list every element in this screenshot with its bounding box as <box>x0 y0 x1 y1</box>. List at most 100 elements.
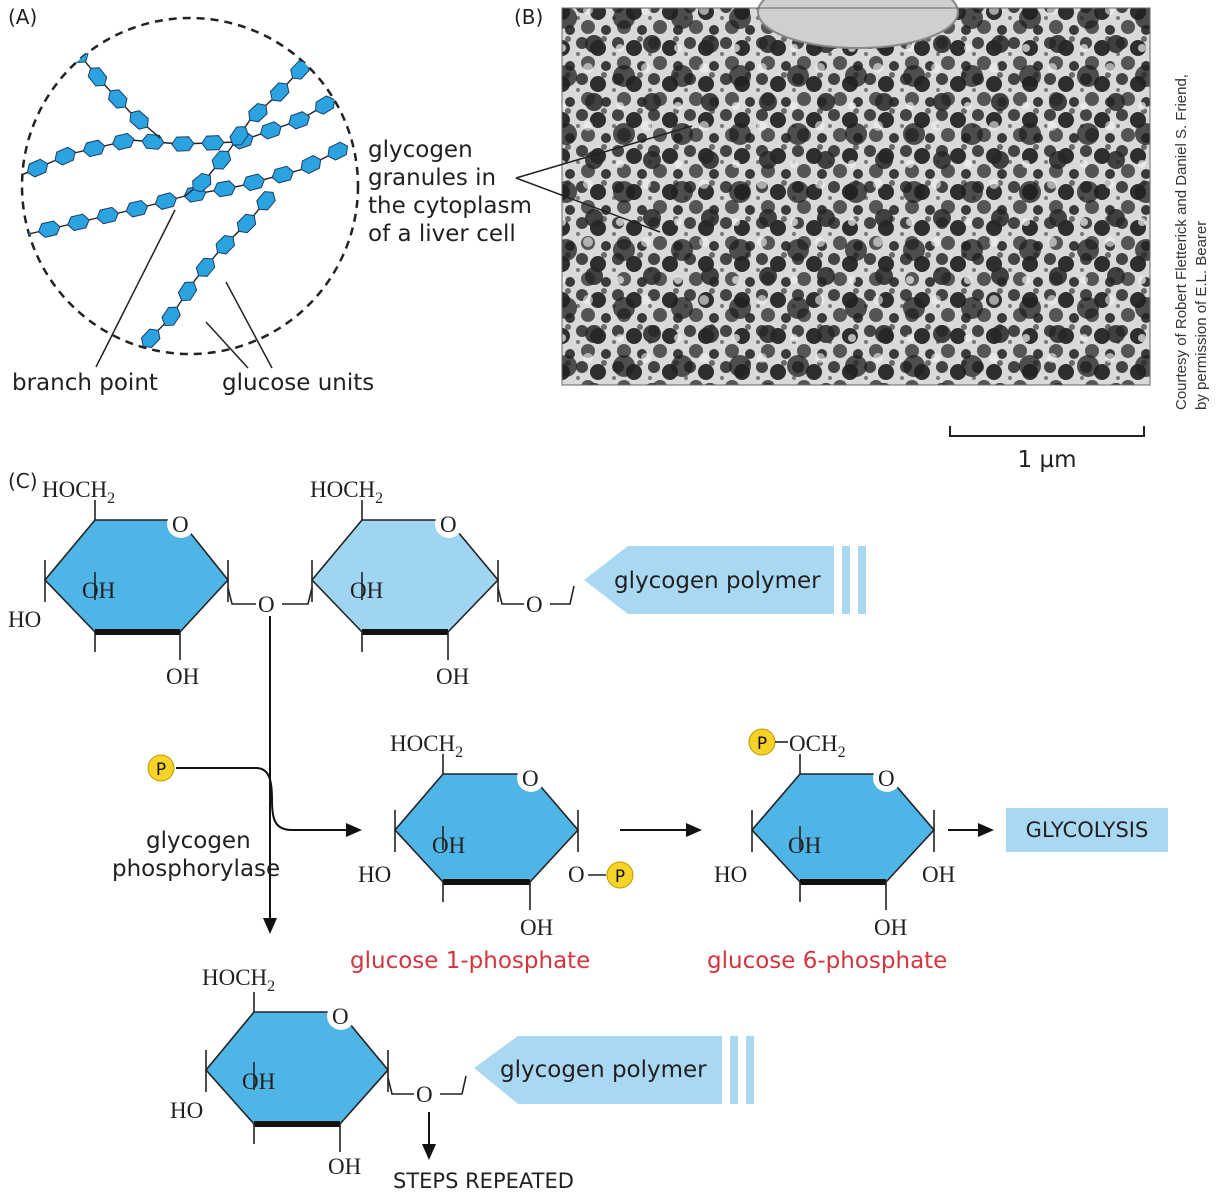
glucose-unit-icon <box>87 67 108 87</box>
granule-pointer-1 <box>515 125 693 179</box>
ring1-oh-center: OH <box>82 578 115 603</box>
micrograph-caption: glycogen granules in the cytoplasm of a … <box>368 137 532 247</box>
phosphate-input-letter: P <box>156 760 166 780</box>
glycogen-polymer-banner-top <box>584 546 866 614</box>
glucose-unit-icon <box>271 165 295 184</box>
glucose-unit-icon <box>54 146 76 166</box>
glucose-unit-icon <box>125 200 149 218</box>
glucose-unit-icon <box>327 141 349 161</box>
scale-bar-label: 1 µm <box>1018 447 1077 473</box>
glucose-1-phosphate-label: glucose 1-phosphate <box>350 948 590 974</box>
glucose-chains <box>0 20 349 354</box>
glycogen-polymer-label-bottom: glycogen polymer <box>500 1057 707 1083</box>
bottom-hoch2: HOCH2 <box>202 965 275 995</box>
magnification-circle <box>20 16 360 356</box>
branch-point-leader <box>95 209 176 368</box>
g6p-och2: OCH2 <box>789 731 846 761</box>
glucose-unit-icon <box>161 306 181 327</box>
glucose-1-phosphate-ring <box>393 754 580 910</box>
panel-label-a: (A) <box>8 5 37 29</box>
glycogen-polymer-label-top: glycogen polymer <box>614 568 821 594</box>
glucose-unit-icon <box>213 180 236 198</box>
g1p-ho: HO <box>358 862 391 887</box>
caption-line-2: granules in <box>368 165 496 191</box>
ring1-oh-bottom: OH <box>166 664 199 689</box>
glucose-unit-icon <box>96 206 119 225</box>
ring2-oh-center: OH <box>350 578 383 603</box>
g1p-phosphate-letter: P <box>615 867 625 887</box>
g6p-oh-center: OH <box>788 833 821 858</box>
glucose-units-label: glucose units <box>222 370 374 396</box>
bridge-1-oxygen: O <box>258 592 275 617</box>
caption-line-1: glycogen <box>368 137 473 163</box>
g1p-oh-center: OH <box>432 833 465 858</box>
glucose-unit-icon <box>201 135 225 151</box>
bridge-1-left <box>227 587 256 605</box>
glucose-ring-1 <box>43 500 230 660</box>
g6p-oh-bottom: OH <box>874 915 907 940</box>
glucose-units-leader-2 <box>225 281 273 369</box>
chain-bond <box>22 95 341 181</box>
panel-label-b: (B) <box>514 5 543 29</box>
glucose-unit-icon <box>269 82 290 102</box>
g1p-phosphate: P <box>606 861 634 889</box>
glycolysis-box <box>1006 808 1168 852</box>
glucose-unit-icon <box>177 281 198 301</box>
ring2-hoch2: HOCH2 <box>310 477 383 507</box>
g1p-ring-oxygen: O <box>522 766 539 791</box>
ring1-ho: HO <box>8 607 41 632</box>
glucose-unit-icon <box>229 126 249 146</box>
credit-line-2: by permission of E.L. Bearer <box>1193 221 1210 410</box>
glucose-unit-icon <box>120 350 140 354</box>
g6p-phosphate-letter: P <box>757 734 767 754</box>
bottom-ho: HO <box>170 1098 203 1123</box>
glucose-unit-icon <box>211 150 232 170</box>
glucose-unit-icon <box>37 220 61 238</box>
arrow-to-glycolysis <box>948 823 994 837</box>
enzyme-label-2: phosphorylase <box>112 856 280 882</box>
glycogen-chain-diagram <box>0 16 360 369</box>
bottom-oh-center: OH <box>242 1069 275 1094</box>
bottom-ring-oxygen: O <box>332 1004 349 1029</box>
ring1-ring-oxygen: O <box>172 512 189 537</box>
glucose-units-leader-1 <box>205 321 249 369</box>
ring2-ring-oxygen: O <box>440 512 457 537</box>
arrow-g1p-to-g6p <box>620 823 702 837</box>
ring1-hoch2: HOCH2 <box>42 477 115 507</box>
panel-label-c: (C) <box>8 469 38 493</box>
bridge-2-right <box>550 585 575 605</box>
bottom-oh-bottom: OH <box>328 1154 361 1179</box>
glucose-unit-icon <box>111 132 135 151</box>
glucose-unit-icon <box>108 89 128 109</box>
glucose-unit-icon <box>300 155 322 175</box>
g6p-ring-oxygen: O <box>878 766 895 791</box>
glucose-unit-icon <box>171 136 195 152</box>
phosphorylase-arrows <box>176 616 362 934</box>
scale-bar <box>949 426 1145 437</box>
phosphate-input: P <box>147 754 175 782</box>
glucose-unit-icon <box>50 20 70 40</box>
credit-line-1: Courtesy of Robert Fletterick and Daniel… <box>1173 74 1190 410</box>
g1p-oh-bottom: OH <box>520 915 553 940</box>
glucose-unit-icon <box>236 213 257 234</box>
glucose-unit-icon <box>140 328 161 348</box>
g6p-oh-right: OH <box>922 862 955 887</box>
glucose-unit-icon <box>0 169 23 191</box>
glucose-unit-icon <box>288 111 311 130</box>
bottom-bridge-right <box>440 1075 467 1095</box>
electron-micrograph <box>561 0 1151 386</box>
glucose-6-phosphate-label: glucose 6-phosphate <box>707 948 947 974</box>
glucose-unit-icon <box>82 139 106 158</box>
glucose-unit-icon <box>314 95 335 115</box>
image-credit: Courtesy of Robert Fletterick and Daniel… <box>1173 74 1210 410</box>
bottom-bridge-oxygen: O <box>416 1082 433 1107</box>
glucose-ring-2 <box>310 500 500 660</box>
glycogen-polymer-banner-bottom <box>474 1036 754 1104</box>
bottom-bridge-left <box>387 1077 414 1095</box>
arrow-steps-repeated <box>422 1112 436 1160</box>
glucose-unit-icon <box>67 213 90 232</box>
bridge-2-oxygen: O <box>526 592 543 617</box>
glucose-unit-icon <box>129 110 149 130</box>
glucose-unit-icon <box>242 173 266 192</box>
